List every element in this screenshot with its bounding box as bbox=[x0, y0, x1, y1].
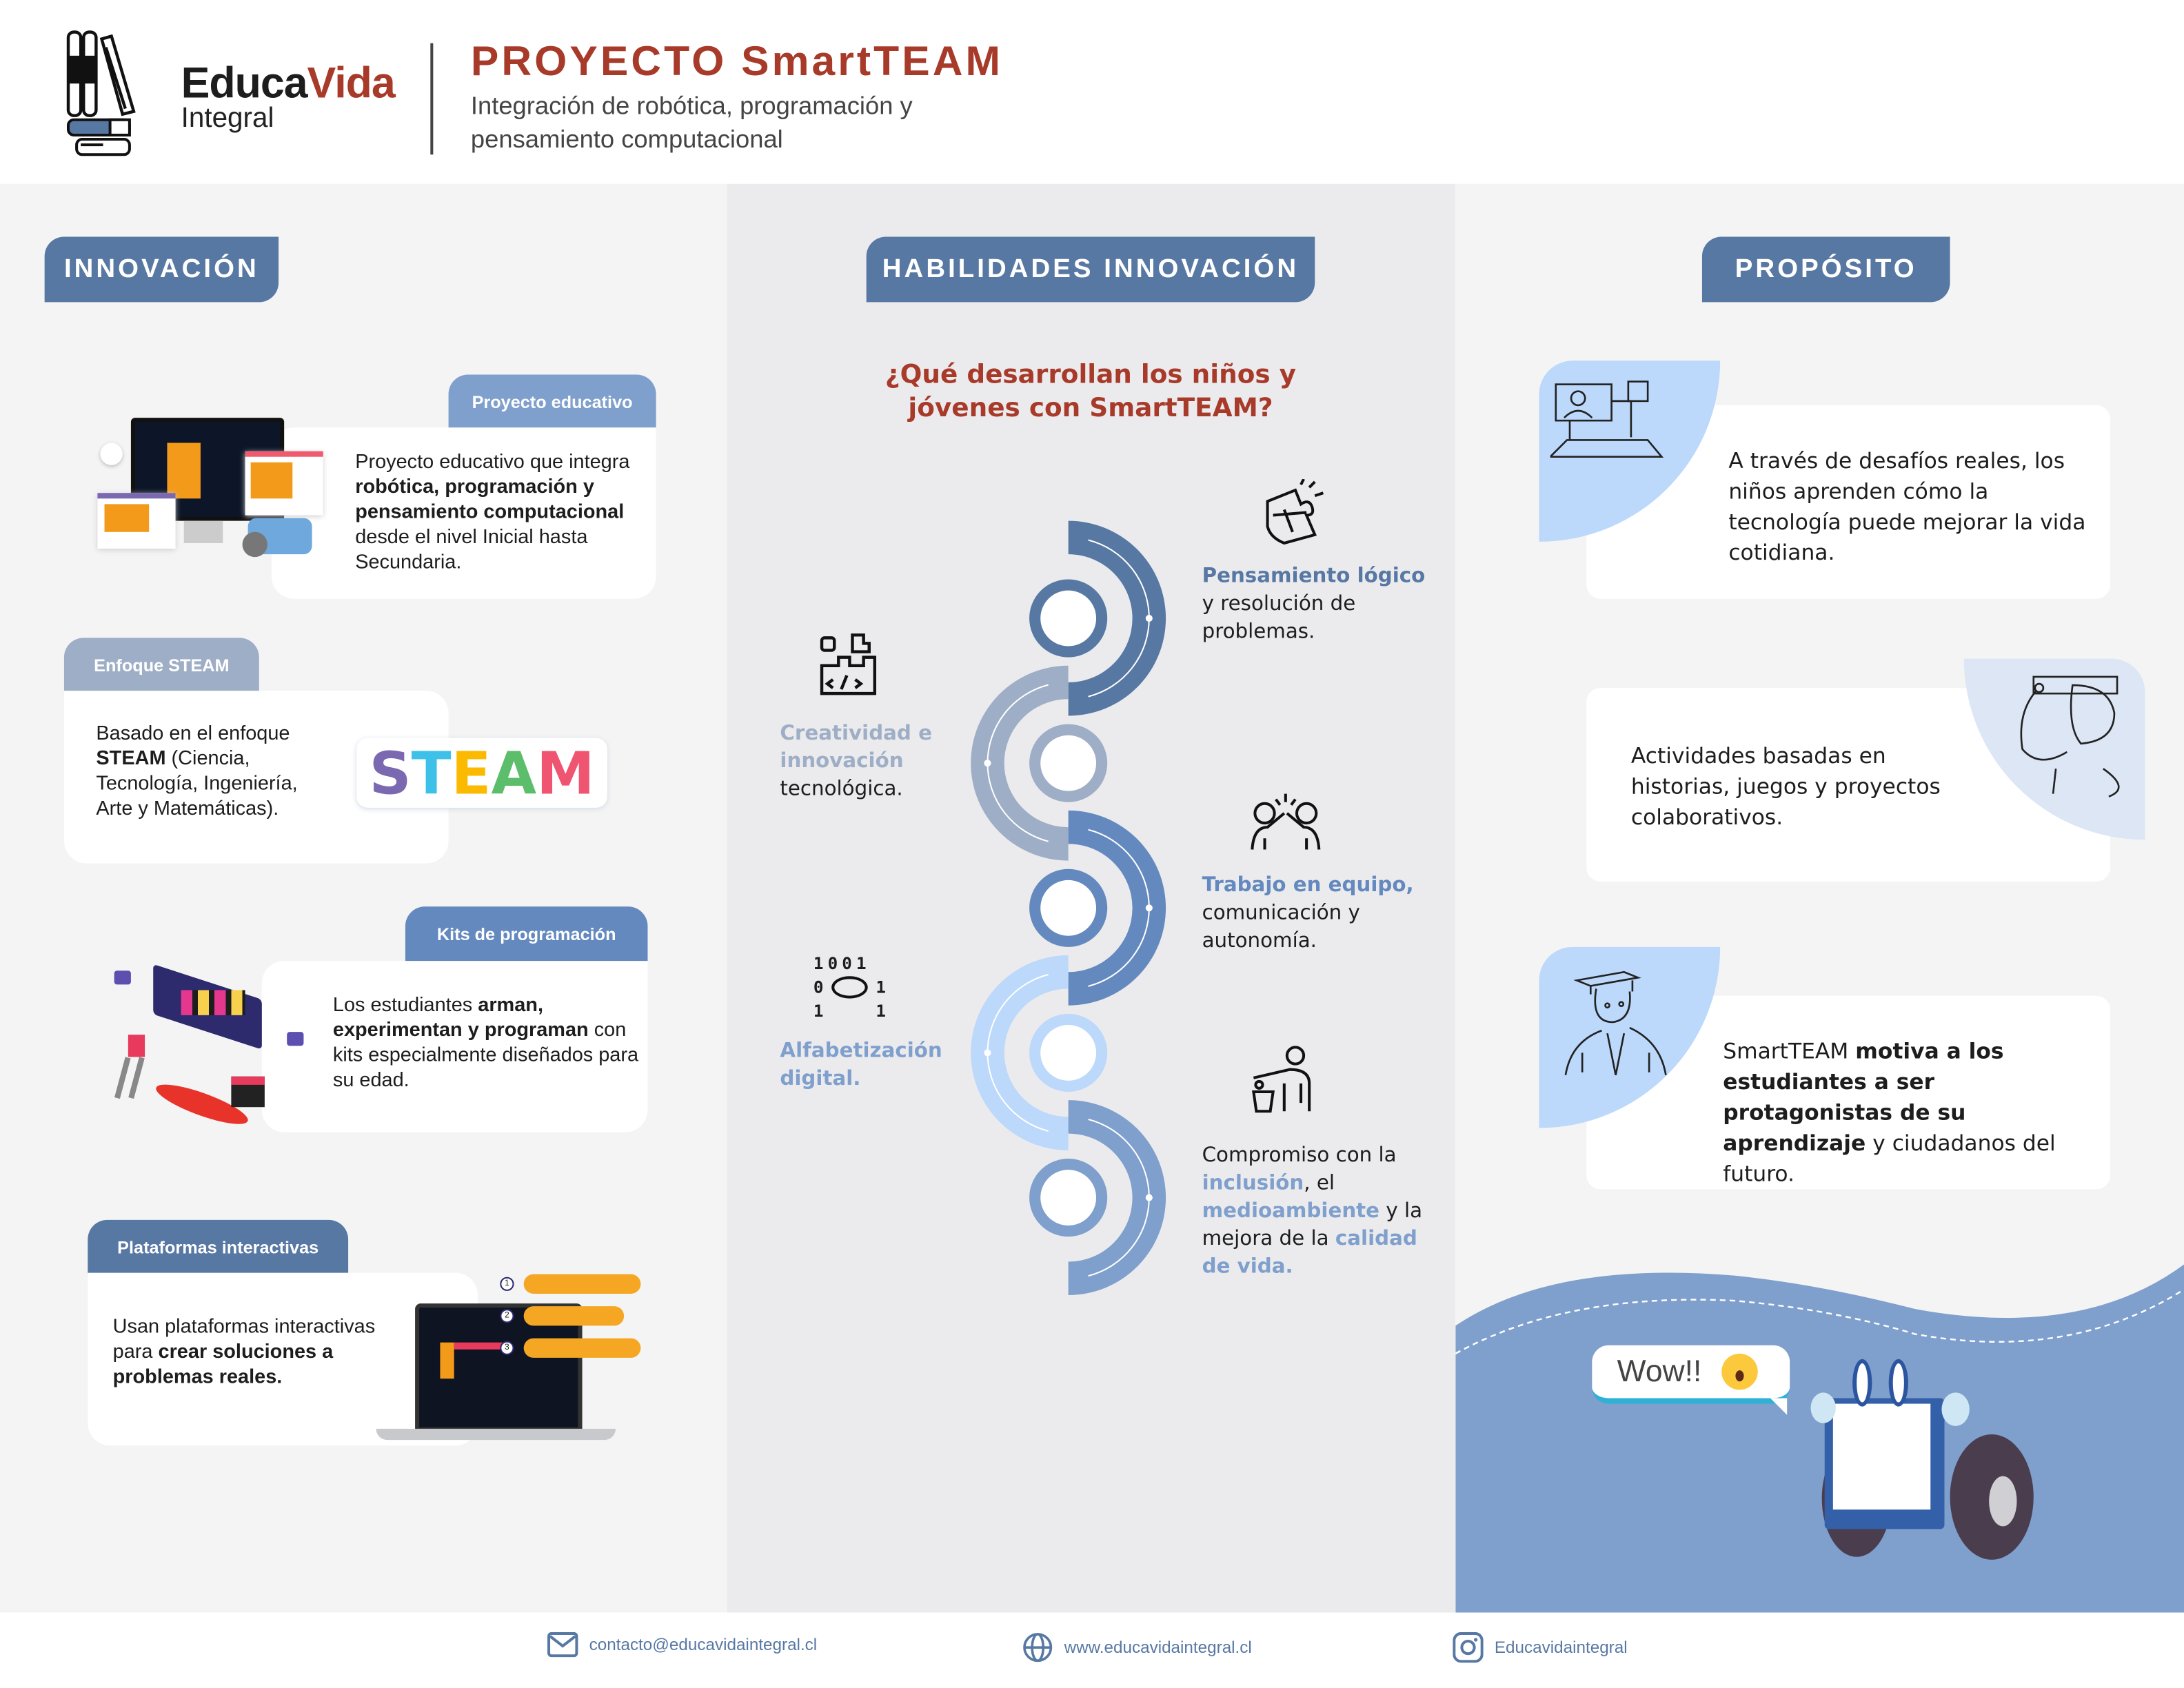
subtitle-line: pensamiento computacional bbox=[470, 125, 783, 154]
spiral-node bbox=[1029, 1158, 1108, 1237]
step-badge: 2 bbox=[500, 1309, 514, 1323]
brand-subtitle: Integral bbox=[181, 103, 274, 134]
footer-website[interactable]: www.educavidaintegral.cl bbox=[1022, 1632, 1252, 1662]
section-heading-proposito: PROPÓSITO bbox=[1701, 236, 1950, 303]
globe-icon bbox=[1023, 1633, 1053, 1662]
step-badge: 3 bbox=[500, 1341, 514, 1355]
footer-instagram[interactable]: Educavidaintegral bbox=[1453, 1631, 1628, 1663]
card-text: Proyecto educativo que integra robótica,… bbox=[355, 451, 630, 574]
tag-kits-programacion: Kits de programación bbox=[405, 906, 648, 963]
tag-enfoque-steam: Enfoque STEAM bbox=[63, 638, 259, 694]
recycle-person-icon bbox=[1252, 1046, 1311, 1113]
card-text: Basado en el enfoque STEAM (Ciencia, Tec… bbox=[96, 722, 298, 821]
footer-email[interactable]: contacto@educavidaintegral.cl bbox=[547, 1631, 818, 1658]
spiral-dot bbox=[984, 760, 991, 767]
speech-bubble: Wow!! bbox=[1592, 1345, 1790, 1415]
teamwork-icon bbox=[1251, 793, 1321, 850]
spiral-dot bbox=[1145, 904, 1153, 912]
spiral-segment bbox=[971, 665, 1069, 861]
skill-compromiso: Compromiso con la inclusión, el medioamb… bbox=[1202, 1144, 1423, 1279]
footer-website-text[interactable]: www.educavidaintegral.cl bbox=[1064, 1637, 1252, 1658]
spiral-node bbox=[1029, 579, 1108, 658]
skills-spiral bbox=[971, 520, 1166, 1295]
tag-proyecto-educativo: Proyecto educativo bbox=[448, 374, 656, 431]
speech-bubble-text: Wow!! bbox=[1617, 1353, 1702, 1389]
smart-robot-mascot bbox=[1805, 1354, 2045, 1560]
page-subtitle: Integración de robótica, programación y … bbox=[471, 89, 913, 156]
spiral-segment bbox=[1068, 520, 1166, 716]
books-logo-icon bbox=[66, 30, 136, 156]
programming-kit-illustration bbox=[97, 954, 306, 1156]
purpose-text: Actividades basadas en historias, juegos… bbox=[1630, 743, 1941, 831]
skill-trabajo-equipo: Trabajo en equipo,comunicación y autonom… bbox=[1202, 874, 1414, 953]
footer-email-text[interactable]: contacto@educavidaintegral.cl bbox=[589, 1634, 818, 1655]
puzzle-icon bbox=[1266, 479, 1324, 545]
skill-alfabetizacion-digital: Alfabetización digital. bbox=[780, 1040, 942, 1090]
surprised-emoji-icon bbox=[1721, 1353, 1758, 1390]
footer bbox=[0, 1612, 2184, 1688]
purpose-text: A través de desafíos reales, los niños a… bbox=[1728, 448, 2086, 566]
card-text: Los estudiantes arman, experimentan y pr… bbox=[332, 994, 639, 1092]
purpose-text: SmartTEAM motiva a los estudiantes a ser… bbox=[1723, 1039, 2056, 1187]
spiral-segment bbox=[1068, 810, 1166, 1006]
spiral-segment bbox=[971, 955, 1069, 1150]
section-heading-innovacion: INNOVACIÓN bbox=[44, 236, 279, 303]
spiral-dot bbox=[1145, 1194, 1153, 1201]
code-blocks-icon bbox=[820, 633, 877, 695]
header: EducaVida Integral PROYECTO SmartTEAM In… bbox=[0, 0, 2184, 184]
tag-plataformas-interactivas: Plataformas interactivas bbox=[88, 1219, 349, 1276]
section-heading-habilidades: HABILIDADES INNOVACIÓN bbox=[866, 236, 1315, 303]
step-badge: 1 bbox=[500, 1277, 514, 1291]
laptop-illustration: 1 2 3 bbox=[376, 1270, 648, 1445]
spiral-dot bbox=[984, 1049, 991, 1057]
footer-instagram-text[interactable]: Educavidaintegral bbox=[1494, 1637, 1628, 1658]
brand-name: EducaVida bbox=[181, 58, 396, 109]
spiral-node bbox=[1029, 1013, 1108, 1092]
spiral-dot bbox=[1145, 615, 1153, 622]
spiral-node bbox=[1029, 724, 1108, 802]
subtitle-line: Integración de robótica, programación y bbox=[470, 92, 913, 120]
page-title: PROYECTO SmartTEAM bbox=[470, 39, 1004, 85]
brand-vida: Vida bbox=[307, 58, 396, 108]
card-proyecto-educativo bbox=[271, 427, 656, 599]
graduate-icon bbox=[1564, 970, 1667, 1076]
skills-question: ¿Qué desarrollan los niños y jóvenes con… bbox=[884, 360, 1297, 424]
card-plataformas-interactivas bbox=[88, 1272, 478, 1446]
spiral-segment bbox=[1068, 1100, 1166, 1295]
monitor-robot-illustration bbox=[97, 415, 341, 571]
card-kits-programacion bbox=[261, 961, 648, 1132]
mail-icon bbox=[547, 1631, 578, 1658]
student-board-icon bbox=[2020, 675, 2120, 797]
spiral-node bbox=[1029, 868, 1108, 947]
instagram-icon bbox=[1453, 1631, 1484, 1663]
header-divider bbox=[430, 43, 434, 155]
card-text: Usan plataformas interactivas para crear… bbox=[112, 1316, 376, 1389]
brand-educa: Educa bbox=[181, 58, 308, 108]
online-class-icon bbox=[1550, 380, 1664, 458]
